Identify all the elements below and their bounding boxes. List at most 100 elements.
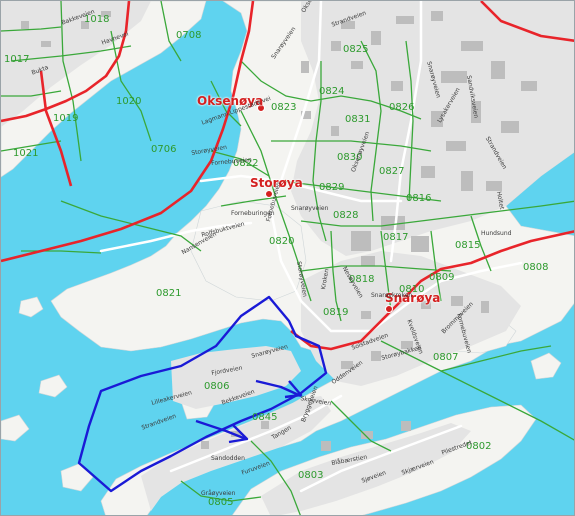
building [461, 41, 483, 51]
road-rolfsbuktveien [199, 174, 403, 203]
road-snaroy-south [299, 424, 463, 493]
urban-south-island [261, 423, 471, 515]
building [441, 71, 467, 83]
building [451, 296, 463, 306]
zone-label-0818: 0818 [349, 274, 375, 285]
building [486, 181, 502, 191]
zone-label-0805: 0805 [208, 497, 234, 508]
building [301, 111, 311, 119]
building [351, 231, 371, 251]
building [101, 11, 111, 17]
building [261, 421, 269, 429]
building [371, 351, 381, 361]
zone-label-0826: 0826 [389, 102, 415, 113]
building [471, 101, 481, 123]
building [401, 341, 413, 349]
street-label: Snarøyveien [291, 205, 329, 212]
building [521, 81, 537, 91]
land-islet-west-2 [38, 374, 68, 398]
zone-label-0829: 0829 [319, 182, 345, 193]
place-label-storoya[interactable]: Storøya [250, 176, 303, 190]
building [81, 21, 89, 29]
study-area-boundary [77, 295, 328, 493]
zone-label-0706: 0706 [151, 144, 177, 155]
building [431, 11, 443, 21]
zone-label-0815: 0815 [455, 240, 481, 251]
street-label: Gråøyveien [201, 490, 236, 497]
zone-label-0807: 0807 [433, 352, 459, 363]
building [201, 441, 209, 449]
land-islet-west-1 [18, 296, 44, 318]
buildings-layer [21, 11, 537, 451]
place-label-oksenoya[interactable]: Oksenøya [197, 94, 264, 108]
building [421, 301, 431, 309]
zone-label-0824: 0824 [319, 86, 345, 97]
street-label: Snarøykroken [371, 292, 413, 299]
building [431, 111, 443, 127]
urban-peninsula-mid [171, 346, 301, 409]
building [301, 61, 309, 73]
zone-label-0806: 0806 [204, 381, 230, 392]
building [396, 16, 414, 24]
road-south-coastal [169, 394, 343, 473]
zone-label-0825: 0825 [343, 44, 369, 55]
building [351, 61, 363, 69]
place-marker-storoya[interactable] [265, 190, 273, 198]
road-peninsula-west [99, 221, 253, 253]
zone-label-0803: 0803 [298, 470, 324, 481]
building [491, 61, 505, 79]
building [361, 256, 375, 266]
building [461, 171, 473, 191]
building [331, 126, 339, 136]
zone-label-0802: 0802 [466, 441, 492, 452]
place-label-snaroya[interactable]: Snarøya [385, 291, 441, 305]
street-label: Hundsund [481, 230, 512, 237]
street-label: Sandodden [211, 455, 245, 462]
zone-label-0808: 0808 [523, 262, 549, 273]
zone-label-0820: 0820 [269, 236, 295, 247]
zone-label-1019: 1019 [53, 113, 79, 124]
zone-label-0831: 0831 [345, 114, 371, 125]
building [331, 41, 341, 51]
zone-label-0819: 0819 [323, 307, 349, 318]
place-marker-snaroya[interactable] [385, 305, 393, 313]
zone-label-0827: 0827 [379, 166, 405, 177]
land-islet-west-3 [1, 414, 30, 442]
building [41, 41, 51, 47]
zone-label-1017: 1017 [4, 54, 30, 65]
building [321, 441, 331, 451]
building [361, 311, 371, 319]
land-islet-east [530, 352, 562, 380]
land-islet-sw [60, 462, 94, 492]
place-marker-oksenoya[interactable] [257, 104, 265, 112]
building [361, 431, 373, 439]
building [391, 81, 403, 91]
building [401, 421, 411, 431]
zone-label-0809: 0809 [429, 272, 455, 283]
zone-label-0845: 0845 [252, 412, 278, 423]
building [371, 31, 381, 45]
zone-label-0817: 0817 [383, 232, 409, 243]
zone-label-0822: 0822 [233, 158, 259, 169]
road-fornebuveien [389, 1, 423, 263]
roads-layer [99, 1, 523, 493]
building [411, 236, 429, 252]
zone-label-0810: 0810 [399, 284, 425, 295]
zone-label-1020: 1020 [116, 96, 142, 107]
building [481, 301, 489, 313]
building [446, 141, 466, 151]
zone-label-0823: 0823 [271, 102, 297, 113]
urban-northwest [1, 1, 151, 127]
building [341, 21, 355, 29]
zone-label-0828: 0828 [333, 210, 359, 221]
street-label: Forneburingen [231, 210, 275, 217]
building [501, 121, 519, 133]
building [421, 166, 435, 178]
zone-label-0821: 0821 [156, 288, 182, 299]
zone-label-1021: 1021 [13, 148, 39, 159]
building [381, 216, 405, 230]
zone-label-0708: 0708 [176, 30, 202, 41]
zone-label-1018: 1018 [84, 14, 110, 25]
